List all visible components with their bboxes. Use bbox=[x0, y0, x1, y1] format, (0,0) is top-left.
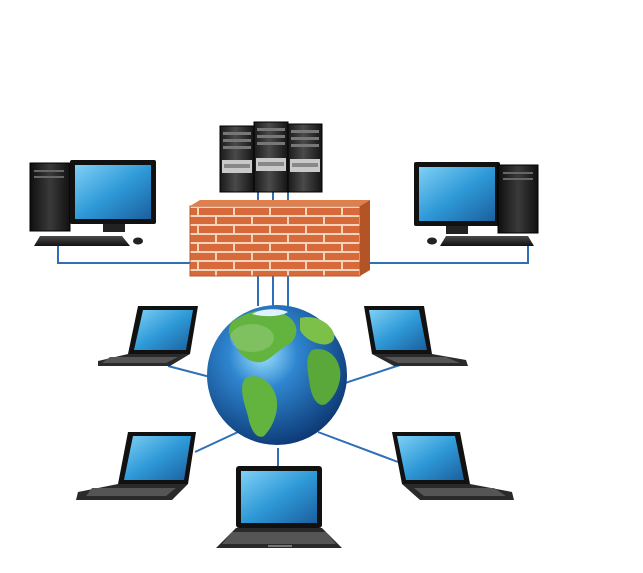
laptop-upper-left bbox=[98, 306, 198, 366]
mouse-right bbox=[427, 237, 437, 245]
laptop-lower-left bbox=[76, 432, 196, 500]
link-globe-laptop-upper-left bbox=[167, 365, 215, 379]
server-rack bbox=[219, 121, 323, 193]
monitor-right-screen bbox=[419, 167, 495, 221]
connection-lines bbox=[57, 190, 529, 466]
globe bbox=[207, 305, 347, 445]
continent-africa bbox=[307, 349, 341, 405]
firewall bbox=[189, 200, 370, 277]
mouse-left bbox=[133, 237, 143, 245]
continent-arctic bbox=[252, 309, 288, 317]
link-globe-laptop-upper-right bbox=[341, 364, 401, 385]
link-globe-laptop-lower-left bbox=[194, 431, 239, 453]
laptop-lower-right bbox=[392, 432, 514, 500]
continent-south-america bbox=[242, 376, 278, 437]
continent-north-america bbox=[229, 310, 297, 363]
link-globe-laptop-lower-right bbox=[317, 431, 399, 463]
link-desktop-right-firewall bbox=[360, 240, 529, 264]
link-desktop-left-firewall bbox=[57, 240, 190, 264]
laptop-upper-right bbox=[364, 306, 468, 366]
keyboard-left bbox=[34, 236, 130, 246]
laptop-bottom bbox=[216, 466, 342, 548]
server-2 bbox=[253, 121, 289, 193]
monitor-left-screen bbox=[75, 165, 151, 219]
desktop-right bbox=[414, 162, 539, 246]
server-1 bbox=[219, 125, 255, 193]
keyboard-right bbox=[440, 236, 534, 246]
tower-right bbox=[497, 164, 539, 234]
server-3 bbox=[287, 123, 323, 193]
continent-europe bbox=[300, 316, 335, 345]
tower-left bbox=[29, 162, 71, 232]
desktop-left bbox=[29, 160, 156, 246]
